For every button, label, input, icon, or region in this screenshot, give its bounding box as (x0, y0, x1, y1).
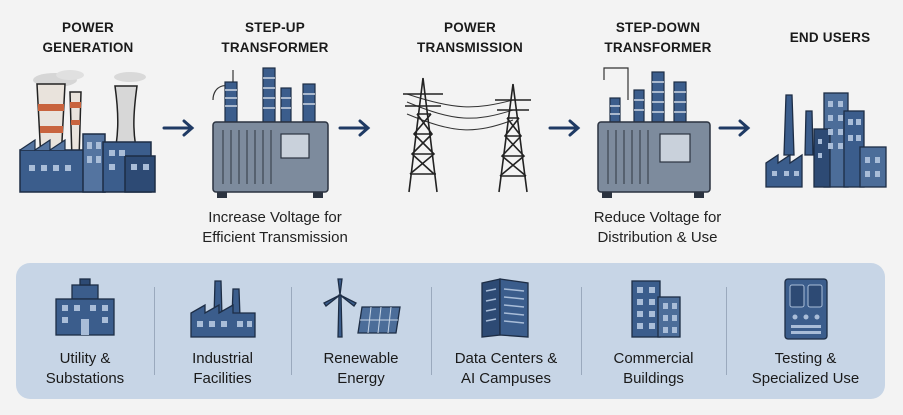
sector-divider (726, 287, 727, 375)
wind-solar-icon (323, 278, 401, 338)
server-rack-icon (481, 278, 529, 338)
power-plant-icon (19, 70, 156, 193)
sector-divider (581, 287, 582, 375)
sector-label-industrial: Industrial Facilities (192, 350, 253, 387)
flow-arrow-4 (718, 119, 751, 137)
stage-title-step-up: STEP-UP TRANSFORMER (221, 20, 329, 55)
office-building-icon (630, 280, 681, 338)
stage-title-transmission: POWER TRANSMISSION (417, 20, 523, 55)
sector-divider (431, 287, 432, 375)
step-up-note: Increase Voltage for Efficient Transmiss… (202, 209, 348, 246)
sectors-panel: Utility & Substations Industrial Facilit… (16, 263, 885, 399)
stage-title-end-users: END USERS (789, 30, 871, 45)
sector-label-commercial: Commercial Buildings (613, 350, 694, 387)
step-down-note: Reduce Voltage for Distribution & Use (593, 209, 722, 246)
flow-arrow-2 (338, 119, 371, 137)
sector-testing: Testing & Specialized Use (726, 263, 885, 399)
flow-arrow-3 (548, 119, 581, 137)
transmission-tower-icon (403, 77, 531, 193)
city-buildings-icon (765, 92, 887, 188)
sector-utility: Utility & Substations (16, 263, 154, 399)
flow-arrow-1 (162, 119, 195, 137)
sector-label-testing: Testing & Specialized Use (751, 350, 860, 387)
sector-divider (154, 287, 155, 375)
stage-title-step-down: STEP-DOWN TRANSFORMER (604, 20, 712, 55)
stage-title-generation: POWER GENERATION (42, 20, 134, 55)
sector-industrial: Industrial Facilities (154, 263, 291, 399)
sector-commercial: Commercial Buildings (581, 263, 726, 399)
sector-renewable: Renewable Energy (291, 263, 431, 399)
step-up-transformer-icon (212, 67, 329, 198)
sector-divider (291, 287, 292, 375)
factory-icon (189, 280, 256, 338)
sector-label-renewable: Renewable Energy (323, 350, 399, 387)
step-down-transformer-icon (597, 67, 711, 198)
sector-label-utility: Utility & Substations (45, 350, 125, 387)
sector-label-data-centers: Data Centers & AI Campuses (454, 350, 558, 387)
sector-data-centers: Data Centers & AI Campuses (431, 263, 581, 399)
test-panel-icon (783, 278, 828, 340)
substation-icon (55, 278, 115, 336)
